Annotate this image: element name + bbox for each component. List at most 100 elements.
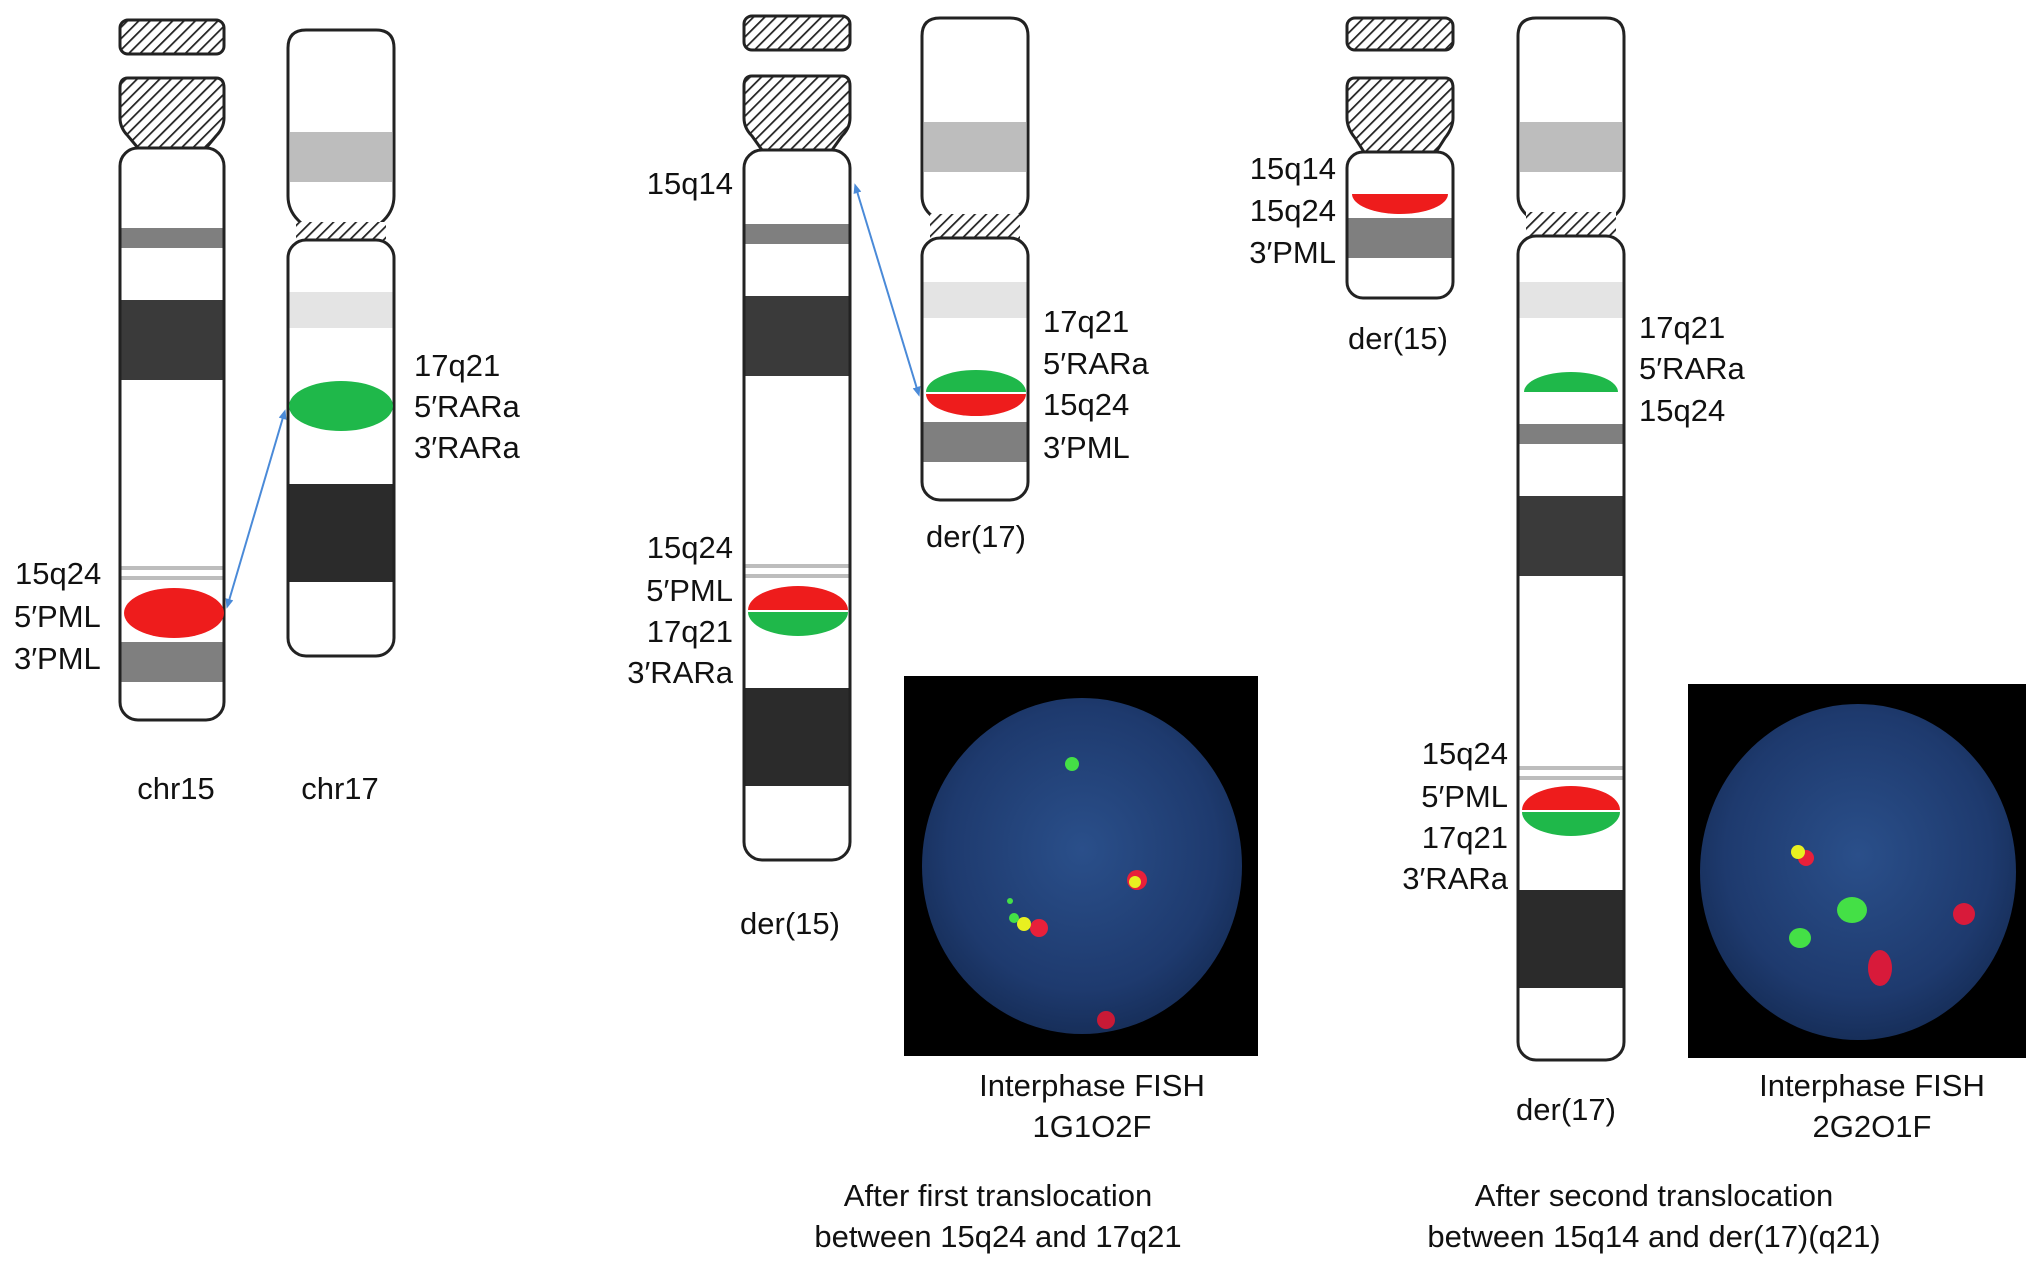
fish-1-code: 1G1O2F: [1033, 1109, 1152, 1144]
rara-half-signal: [926, 370, 1026, 392]
fish-image-2: [1688, 684, 2026, 1058]
caption-c-line-1: After second translocation: [1475, 1178, 1833, 1213]
der15-label-17q21: 17q21: [647, 614, 733, 649]
band: [1518, 776, 1624, 780]
fish-2-code: 2G2O1F: [1813, 1109, 1932, 1144]
green-signal: [1009, 913, 1019, 923]
der17-label-3pml: 3′PML: [1043, 430, 1130, 465]
der15c-label-15q24: 15q24: [1250, 193, 1336, 228]
der15c-label-15q14: 15q14: [1250, 151, 1336, 186]
chr15-label-15q24: 15q24: [15, 556, 101, 591]
der17-label-15q24: 15q24: [1043, 387, 1129, 422]
fish-1-title: Interphase FISH: [979, 1068, 1205, 1103]
der17c-label-lower-5pml: 5′PML: [1421, 779, 1508, 814]
band: [120, 566, 224, 570]
der17c-label-17q21: 17q21: [1639, 310, 1725, 345]
red-signal: [1097, 1011, 1115, 1029]
der17-chromosome-long: [1516, 16, 1626, 1062]
chr15-label-3pml: 3′PML: [14, 641, 101, 676]
der17-label-17q21: 17q21: [1043, 304, 1129, 339]
chr17-short-arm: [286, 28, 396, 230]
fusion-signal: [1017, 917, 1031, 931]
band: [1518, 496, 1624, 576]
pml-signal: [124, 588, 224, 638]
caption-b-line-2: between 15q24 and 17q21: [814, 1219, 1181, 1254]
green-signal: [1007, 898, 1013, 904]
rara-half-signal: [1524, 372, 1618, 392]
der15-chromosome: [742, 14, 852, 862]
der17c-label-lower-15q24: 15q24: [1422, 736, 1508, 771]
der17c-label-lower-17q21: 17q21: [1422, 820, 1508, 855]
translocation-arrow: [225, 409, 287, 609]
band: [290, 132, 392, 182]
band: [744, 564, 850, 568]
nucleus: [922, 698, 1242, 1034]
chr17-chromosome: [286, 28, 396, 658]
der15-name: der(15): [740, 906, 840, 941]
der17c-label-15q24: 15q24: [1639, 393, 1725, 428]
der15-satellite: [742, 14, 852, 52]
band: [120, 228, 224, 248]
caption-b-line-1: After first translocation: [844, 1178, 1152, 1213]
red-signal: [1953, 903, 1975, 925]
red-signal: [1868, 950, 1892, 986]
chr17-label-17q21: 17q21: [414, 348, 500, 383]
der17c-label-lower-3rara: 3′RARa: [1402, 861, 1509, 896]
rara-signal: [289, 381, 393, 431]
green-signal: [1065, 757, 1079, 771]
band: [744, 296, 850, 376]
chr17-name: chr17: [301, 771, 379, 806]
der15c-name: der(15): [1348, 321, 1448, 356]
der17-short-arm: [1516, 16, 1626, 224]
der17-label-5rara: 5′RARa: [1043, 346, 1150, 381]
band: [1518, 890, 1624, 988]
der15-label-5pml: 5′PML: [646, 573, 733, 608]
red-signal: [1030, 919, 1048, 937]
chr15-short-arm: [118, 76, 226, 150]
der17c-label-5rara: 5′RARa: [1639, 351, 1746, 386]
pml-half-signal: [1522, 786, 1620, 810]
fish-image-1: [904, 676, 1258, 1056]
der15-label-15q24: 15q24: [647, 530, 733, 565]
panel-b: 15q14 15q24 5′PML 17q21 3′RARa 17q21 5′R…: [627, 14, 1258, 1254]
band: [1518, 424, 1624, 444]
green-signal: [1837, 897, 1867, 923]
band: [1518, 282, 1624, 318]
der17-chromosome: [920, 16, 1030, 502]
panel-a: 15q24 5′PML 3′PML 17q21 5′RARa 3′RARa ch…: [14, 18, 521, 806]
band: [288, 484, 394, 582]
band: [922, 422, 1028, 462]
fish-2-title: Interphase FISH: [1759, 1068, 1985, 1103]
rara-half-signal: [1522, 812, 1620, 836]
band: [744, 224, 850, 244]
band: [1347, 218, 1453, 258]
translocation-arrow: [853, 183, 921, 397]
green-signal: [1789, 928, 1811, 948]
pml-half-signal: [926, 394, 1026, 416]
chr15-satellite: [118, 18, 226, 56]
chr17-label-3rara: 3′RARa: [414, 430, 521, 465]
der15-short-arm: [742, 74, 852, 152]
band: [120, 300, 224, 380]
der17-name: der(17): [926, 519, 1026, 554]
nucleus: [1700, 704, 2016, 1040]
der15-label-3rara: 3′RARa: [627, 655, 734, 690]
fusion-signal: [1129, 876, 1141, 888]
der17-short-arm: [920, 16, 1030, 226]
band: [744, 574, 850, 578]
der15-chromosome-small: [1345, 16, 1455, 300]
band: [744, 688, 850, 786]
der15-satellite: [1345, 16, 1455, 52]
chr15-chromosome: [118, 18, 226, 722]
der15-label-15q14: 15q14: [647, 166, 733, 201]
caption-c-line-2: between 15q14 and der(17)(q21): [1427, 1219, 1880, 1254]
band: [1518, 766, 1624, 770]
chr17-label-5rara: 5′RARa: [414, 389, 521, 424]
der15c-label-3pml: 3′PML: [1249, 235, 1336, 270]
band: [924, 122, 1026, 172]
pml-half-signal: [1352, 194, 1448, 214]
band: [120, 576, 224, 580]
chr15-name: chr15: [137, 771, 215, 806]
rara-half-signal: [748, 612, 848, 636]
